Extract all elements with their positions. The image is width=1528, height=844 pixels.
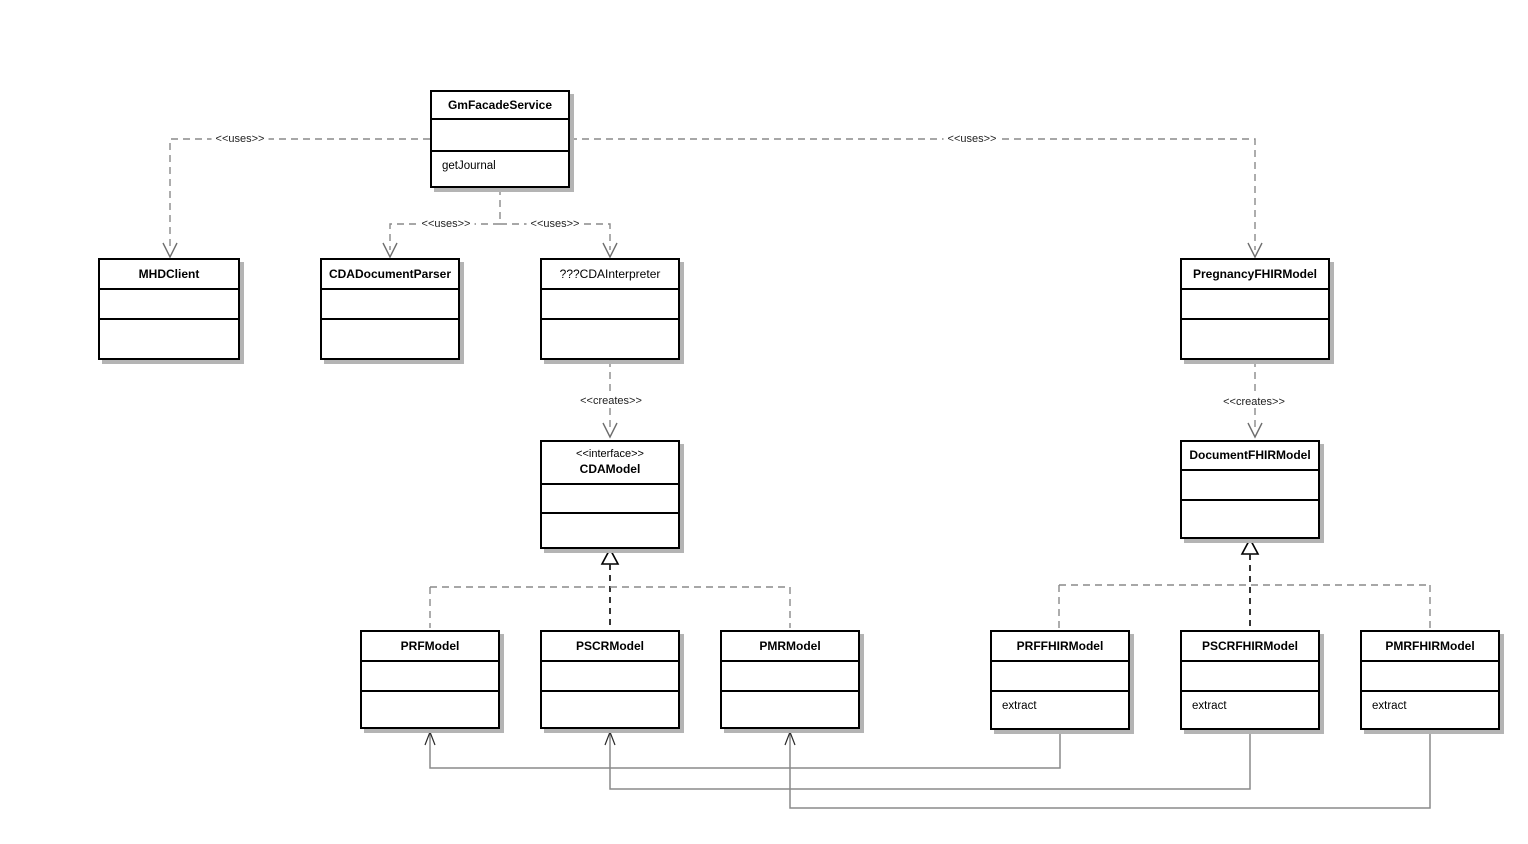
methods-compartment — [100, 320, 238, 358]
class-cdadocumentparser[interactable]: CDADocumentParser — [320, 258, 460, 360]
edge-generalization-cdamodel — [429, 547, 791, 628]
attributes-compartment — [1362, 662, 1498, 692]
attributes-compartment — [322, 290, 458, 320]
attributes-compartment — [432, 120, 568, 152]
edge-label-uses-cdadocumentparser: <<uses>> — [417, 218, 475, 230]
methods-compartment: extract — [992, 692, 1128, 728]
class-title: PSCRFHIRModel — [1182, 632, 1318, 662]
class-title: PMRFHIRModel — [1362, 632, 1498, 662]
methods-compartment — [362, 692, 498, 727]
edge-assoc-pmrfhir-pmrmodel — [784, 730, 1431, 809]
methods-compartment — [542, 514, 678, 547]
class-documentfhirmodel[interactable]: DocumentFHIRModel — [1180, 440, 1320, 539]
methods-compartment: extract — [1362, 692, 1498, 728]
edge-assoc-pscrfhir-pscrmodel — [604, 730, 1251, 790]
class-name: CDAModel — [579, 461, 641, 476]
class-title: MHDClient — [100, 260, 238, 290]
edge-creates-documentfhirmodel — [1247, 360, 1263, 439]
methods-compartment: extract — [1182, 692, 1318, 728]
class-cdainterpreter[interactable]: ???CDAInterpreter — [540, 258, 680, 360]
edge-creates-cdamodel — [602, 360, 618, 439]
class-title: PMRModel — [722, 632, 858, 662]
attributes-compartment — [100, 290, 238, 320]
attributes-compartment — [542, 290, 678, 320]
class-title: DocumentFHIRModel — [1182, 442, 1318, 471]
methods-compartment — [1182, 501, 1318, 537]
attributes-compartment — [362, 662, 498, 692]
class-gmfacadeservice[interactable]: GmFacadeService getJournal — [430, 90, 570, 188]
attributes-compartment — [992, 662, 1128, 692]
method-label: extract — [1002, 700, 1037, 712]
edge-assoc-prffhir-prfmodel — [424, 730, 1061, 769]
class-prfmodel[interactable]: PRFModel — [360, 630, 500, 729]
edge-label-uses-pregnancyfhir: <<uses>> — [943, 133, 1001, 145]
edge-label-uses-mhdclient: <<uses>> — [211, 133, 269, 145]
method-label: extract — [1372, 700, 1407, 712]
attributes-compartment — [1182, 662, 1318, 692]
class-pscrmodel[interactable]: PSCRModel — [540, 630, 680, 729]
method-label: extract — [1192, 700, 1227, 712]
methods-compartment — [722, 692, 858, 727]
method-label: getJournal — [442, 160, 496, 172]
methods-compartment — [322, 320, 458, 358]
class-title: <<interface>> CDAModel — [542, 442, 678, 485]
methods-compartment — [542, 692, 678, 727]
attributes-compartment — [542, 662, 678, 692]
class-title: PSCRModel — [542, 632, 678, 662]
class-title: CDADocumentParser — [322, 260, 458, 290]
attributes-compartment — [542, 485, 678, 514]
interface-stereotype: <<interface>> — [576, 448, 644, 461]
methods-compartment: getJournal — [432, 152, 568, 186]
class-pmrmodel[interactable]: PMRModel — [720, 630, 860, 729]
class-prffhirmodel[interactable]: PRFFHIRModel extract — [990, 630, 1130, 730]
attributes-compartment — [722, 662, 858, 692]
edge-label-creates-cdamodel: <<creates>> — [576, 395, 646, 407]
class-title: GmFacadeService — [432, 92, 568, 120]
edge-uses-mhdclient — [162, 138, 430, 259]
class-pscrfhirmodel[interactable]: PSCRFHIRModel extract — [1180, 630, 1320, 730]
edge-label-creates-documentfhir: <<creates>> — [1219, 396, 1289, 408]
class-cdamodel[interactable]: <<interface>> CDAModel — [540, 440, 680, 549]
class-title: PRFFHIRModel — [992, 632, 1128, 662]
class-mhdclient[interactable]: MHDClient — [98, 258, 240, 360]
attributes-compartment — [1182, 290, 1328, 320]
class-pmrfhirmodel[interactable]: PMRFHIRModel extract — [1360, 630, 1500, 730]
class-pregnancyfhirmodel[interactable]: PregnancyFHIRModel — [1180, 258, 1330, 360]
edge-label-uses-cdainterpreter: <<uses>> — [526, 218, 584, 230]
class-title: ???CDAInterpreter — [542, 260, 678, 290]
methods-compartment — [542, 320, 678, 358]
class-title: PregnancyFHIRModel — [1182, 260, 1328, 290]
methods-compartment — [1182, 320, 1328, 358]
edge-generalization-documentfhirmodel — [1058, 537, 1431, 628]
edge-uses-pregnancyfhirmodel — [570, 138, 1263, 259]
attributes-compartment — [1182, 471, 1318, 501]
class-title: PRFModel — [362, 632, 498, 662]
